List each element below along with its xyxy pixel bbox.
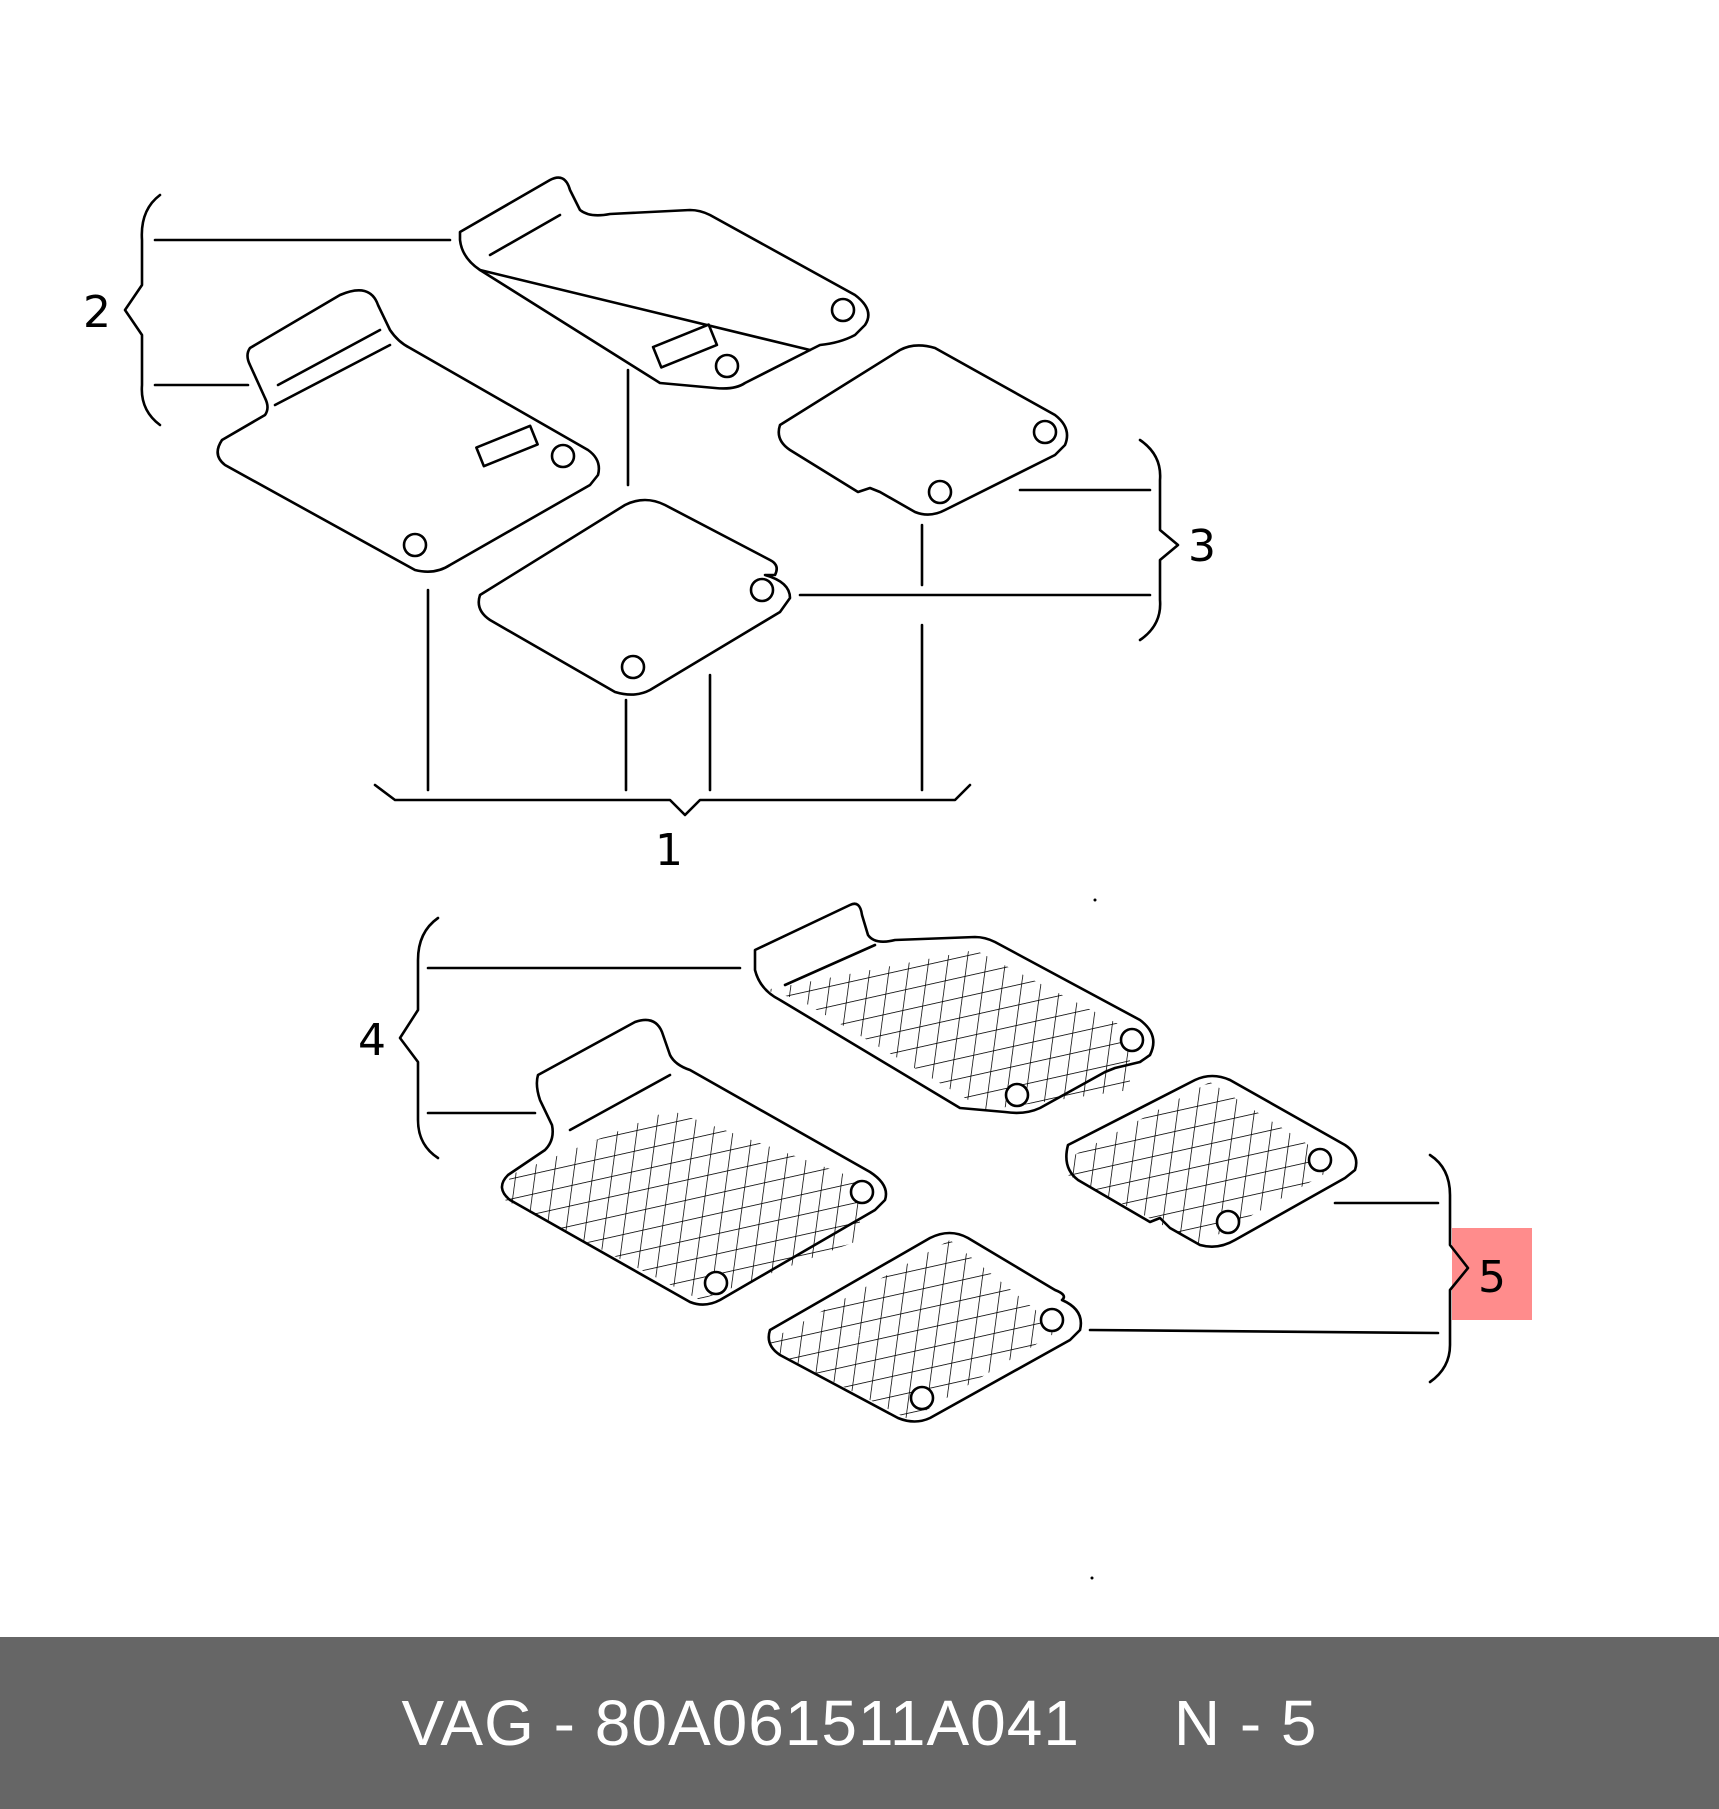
mat-front-left-heel-line (273, 328, 392, 407)
mat-front-left-rubber-heel (568, 1073, 672, 1132)
leader-lines-upper (153, 238, 1152, 817)
mat-rear-right-hole-1 (1032, 419, 1058, 445)
mat-rear-right-rubber-hole-2 (1215, 1209, 1241, 1235)
mat-rear-right-hole-2 (927, 479, 953, 505)
leader-lines-lower (426, 966, 1440, 1335)
parts-diagram: 2 3 1 4 5 (83, 176, 1532, 1580)
mat-rear-left-hole-1 (749, 577, 775, 603)
mat-rear-left-rubber-hole-1 (1039, 1307, 1065, 1333)
scan-dot (1093, 898, 1097, 902)
scan-dot-2 (1090, 1576, 1094, 1580)
mat-front-right-heel-line (478, 213, 812, 352)
mat-rear-right-rubber-hole-1 (1307, 1147, 1333, 1173)
mat-front-right-rubber-heel (783, 943, 877, 987)
mat-rear-right-textile (777, 344, 1069, 516)
mat-rear-left-textile (477, 498, 792, 696)
mat-front-left-hole-2 (402, 532, 428, 558)
callout-1: 1 (655, 825, 683, 876)
brace-2 (123, 193, 162, 427)
mat-front-left-textile (216, 289, 601, 573)
footer-bar: VAG - 80A061511A041 N - 5 (0, 1637, 1719, 1809)
callout-highlight (1452, 1228, 1532, 1320)
callout-2: 2 (83, 287, 111, 338)
mat-front-right-textile (458, 176, 870, 390)
brace-4 (398, 916, 440, 1160)
mat-front-left-rubber-hole-2 (703, 1270, 729, 1296)
callout-4: 4 (358, 1015, 386, 1066)
mat-front-left-rubber-hole-1 (849, 1179, 875, 1205)
callout-5: 5 (1478, 1252, 1506, 1303)
mat-front-left-hole-1 (550, 443, 576, 469)
mat-front-right-rubber-hole-1 (1119, 1027, 1145, 1053)
footer-part-label: VAG - 80A061511A041 N - 5 (401, 1687, 1318, 1759)
brace-5 (1428, 1153, 1470, 1384)
mat-front-left-logo (475, 424, 539, 468)
mat-front-right-rubber-hole-2 (1004, 1082, 1030, 1108)
mat-rear-left-hole-2 (620, 654, 646, 680)
callout-3: 3 (1188, 521, 1216, 572)
mat-front-right-logo (651, 323, 719, 369)
mat-front-right-hole-1 (830, 297, 856, 323)
mat-front-right-hole-2 (714, 353, 740, 379)
brace-3 (1138, 438, 1180, 642)
mat-rear-left-rubber-hole-2 (909, 1385, 935, 1411)
